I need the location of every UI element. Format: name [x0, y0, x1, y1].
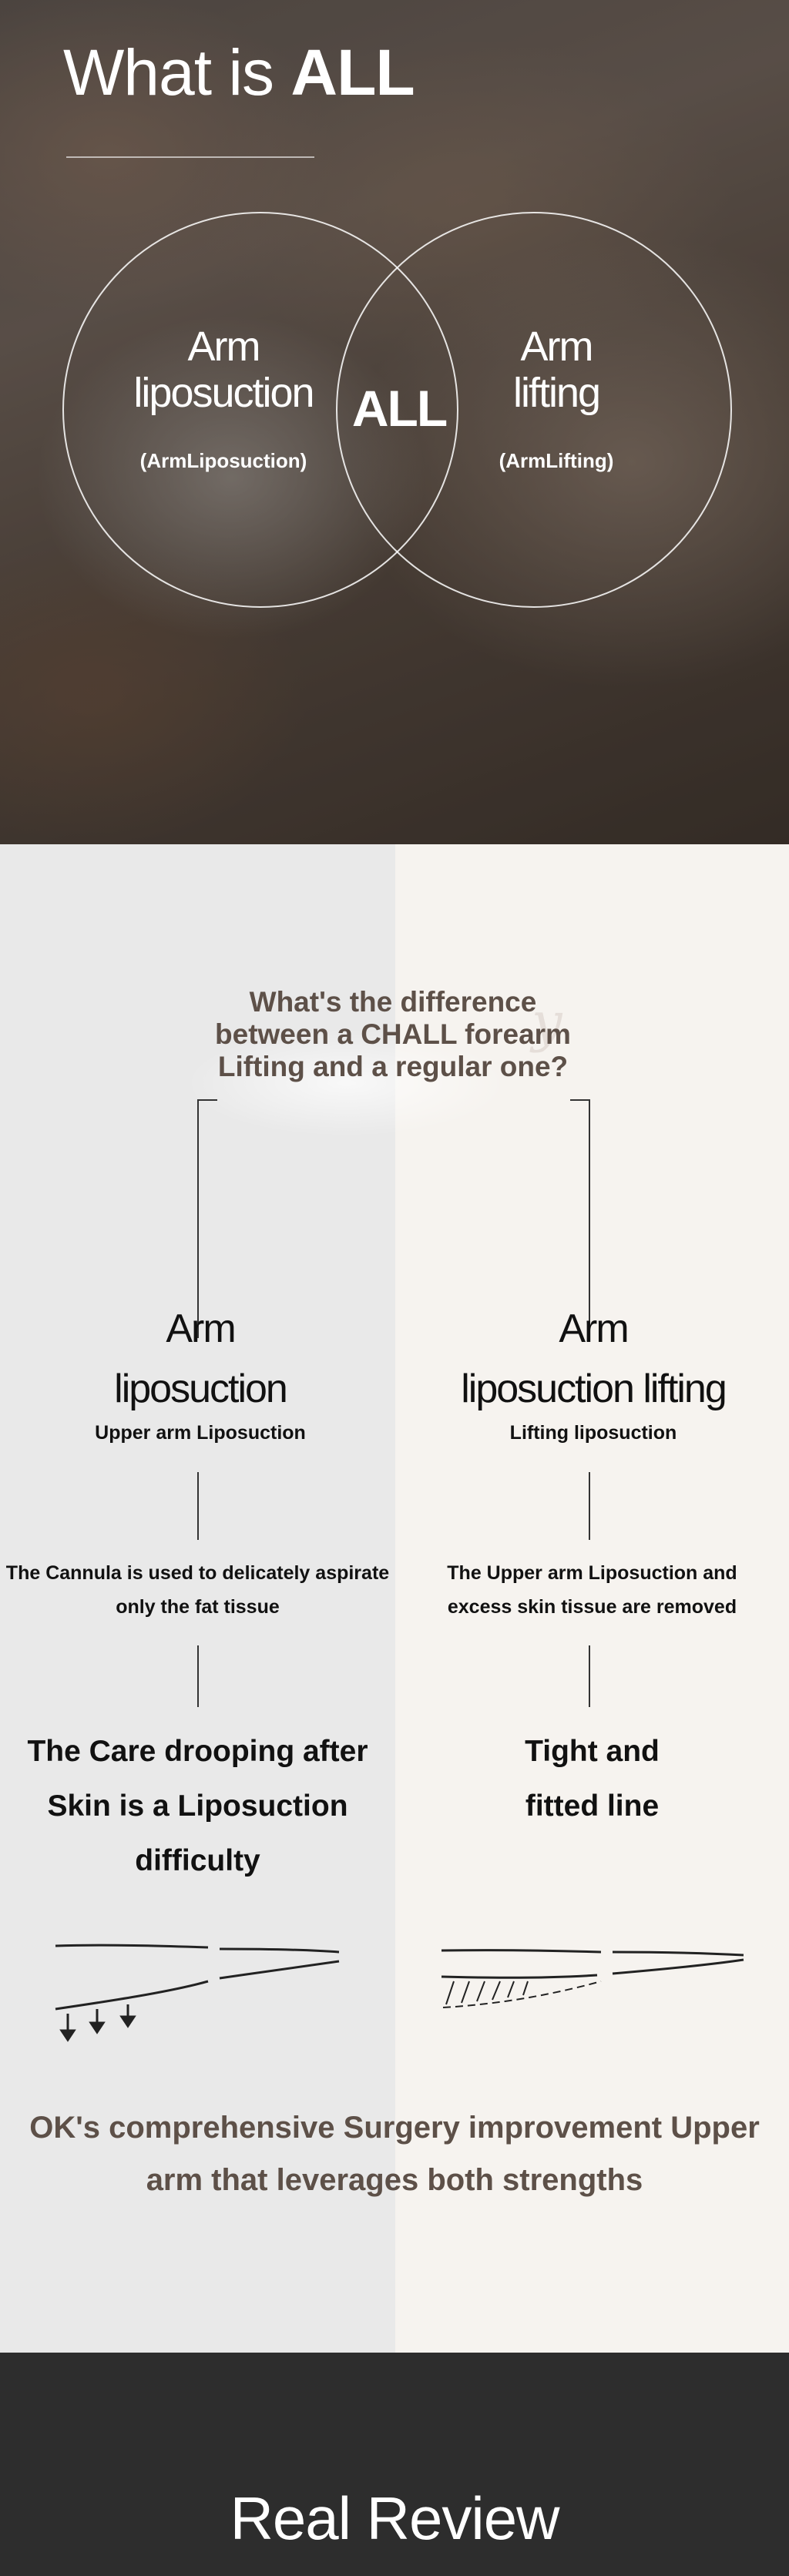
right-column-result: Tight and fitted line: [525, 1735, 660, 1823]
hero-title: What is ALL: [63, 36, 415, 109]
left-circle-subtitle: (ArmLiposuction): [139, 449, 307, 472]
venn-intersection-label: ALL: [351, 380, 448, 437]
closing-statement: OK's comprehensive Surgery improvement U…: [29, 2111, 760, 2197]
left-bracket-top: [197, 1099, 217, 1101]
left-column-subtitle: Upper arm Liposuction: [95, 1422, 306, 1444]
right-circle-subtitle: (ArmLifting): [499, 449, 614, 472]
right-connector-2: [589, 1645, 590, 1707]
left-column-result: The Care drooping after Skin is a Liposu…: [27, 1735, 368, 1877]
right-column-subtitle: Lifting liposuction: [509, 1422, 677, 1444]
sagging-arm-diagram: [55, 1944, 340, 2042]
right-column-description: The Upper arm Liposuction and excess ski…: [447, 1562, 737, 1618]
left-column-title: Arm liposuction: [114, 1306, 288, 1411]
comparison-question: What's the difference between a CHALL fo…: [215, 986, 571, 1082]
question-glow: [185, 1029, 509, 1137]
right-circle-title: Arm lifting: [512, 324, 601, 416]
left-bracket-line: [197, 1099, 199, 1338]
left-connector-1: [197, 1472, 199, 1540]
watermark-letter: y: [532, 991, 562, 1054]
review-section: Real Review: [0, 2353, 789, 2576]
left-column-description: The Cannula is used to delicately aspira…: [5, 1562, 390, 1618]
right-bracket-top: [570, 1099, 590, 1101]
review-section-title: Real Review: [230, 2484, 560, 2552]
venn-circle-right: [336, 212, 732, 608]
hero-divider: [66, 156, 314, 158]
right-connector-1: [589, 1472, 590, 1540]
comparison-section: y What's the difference between a CHALL …: [0, 844, 789, 2353]
excision-hatch-icon: [445, 1981, 529, 2005]
right-column-title: Arm liposuction lifting: [461, 1306, 727, 1411]
tight-arm-diagram: [441, 1949, 744, 2008]
right-bracket-line: [589, 1099, 590, 1338]
hero-section: What is ALL Arm liposuction (ArmLiposuct…: [0, 0, 789, 844]
left-circle-title: Arm liposuction: [133, 324, 314, 416]
down-arrow-icons: [59, 2004, 136, 2042]
left-connector-2: [197, 1645, 199, 1707]
